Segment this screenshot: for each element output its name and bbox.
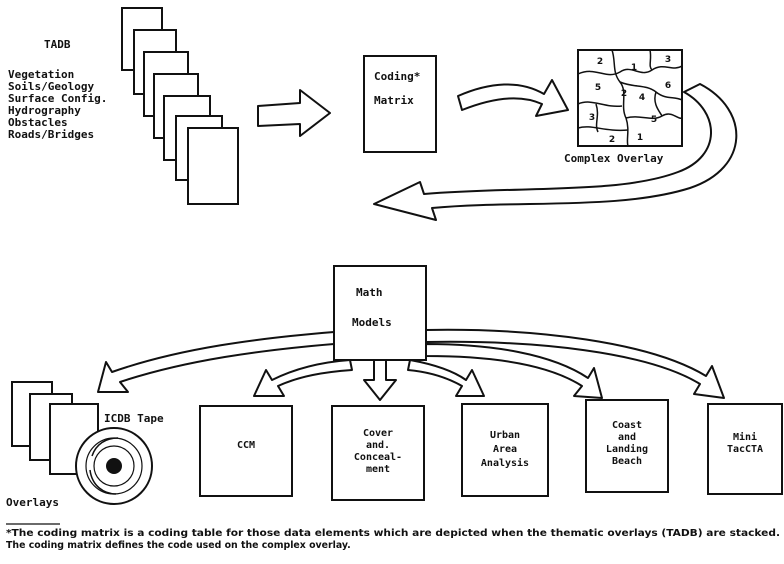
overlay-region-number: 2 xyxy=(609,135,615,145)
cover-label-line: ment xyxy=(366,464,390,475)
overlay-region-number: 6 xyxy=(665,81,671,91)
cover-concealment-box xyxy=(331,405,425,501)
ccm-label: CCM xyxy=(237,440,255,451)
arrow-to-cover xyxy=(363,359,397,401)
arrow-to-urban xyxy=(407,359,485,397)
overlay-region-number: 4 xyxy=(639,93,645,103)
ccm-box xyxy=(199,405,293,497)
cover-label-line: and. xyxy=(366,440,390,451)
mini-taccta-box xyxy=(707,403,783,495)
overlay-region-number: 5 xyxy=(595,83,601,93)
cover-label-line: Cover xyxy=(363,428,393,439)
tadb-layer-roads-bridges: Roads/Bridges xyxy=(8,128,94,141)
urban-label-line: Urban xyxy=(490,430,520,441)
footnote-line2: The coding matrix defines the code used … xyxy=(6,540,351,551)
overlay-region-number: 5 xyxy=(651,115,657,125)
coast-label-line: Landing xyxy=(606,443,648,455)
complex-overlay-label: Complex Overlay xyxy=(564,152,664,165)
arrow-tadb-to-matrix xyxy=(257,89,331,137)
coding-matrix-line1: Coding* xyxy=(374,70,420,83)
coast-landing-beach-box xyxy=(585,399,669,493)
overlay-region-number: 3 xyxy=(665,55,671,65)
coding-matrix-line2: Matrix xyxy=(374,94,414,107)
arrow-to-ccm xyxy=(253,359,353,397)
urban-area-analysis-box xyxy=(461,403,549,497)
cover-label-line: Conceal- xyxy=(354,452,402,463)
urban-label-line: Area xyxy=(493,444,517,455)
coast-label-line: Beach xyxy=(612,456,642,467)
tadb-title: TADB xyxy=(44,38,71,51)
tadb-layer-obstacles: Obstacles xyxy=(8,116,68,129)
overlay-region-number: 2 xyxy=(621,89,627,99)
urban-label-line: Analysis xyxy=(481,457,529,469)
icdb-tape-label: ICDB Tape xyxy=(104,412,164,425)
coast-label-line: Coast xyxy=(612,420,642,431)
complex-overlay-map xyxy=(577,49,683,147)
tape-reel-icon xyxy=(75,427,153,505)
overlay-region-number: 2 xyxy=(597,57,603,67)
overlay-region-number: 1 xyxy=(631,63,637,73)
math-models-line1: Math xyxy=(356,286,383,299)
overlays-label: Overlays xyxy=(6,496,59,509)
coding-matrix-box xyxy=(363,55,437,153)
arrow-matrix-to-overlay xyxy=(457,79,569,117)
overlay-region-number: 1 xyxy=(637,133,643,143)
mini-label-line: TacCTA xyxy=(727,444,763,455)
math-models-box xyxy=(333,265,427,361)
tadb-layer-hydrography: Hydrography xyxy=(8,104,81,117)
tadb-layer-soils-geology: Soils/Geology xyxy=(8,80,94,93)
arrow-overlay-to-models xyxy=(373,83,738,221)
arrow-to-coast xyxy=(425,343,603,399)
mini-label-line: Mini xyxy=(733,431,757,443)
tadb-layer-surface-config: Surface Config. xyxy=(8,92,107,105)
overlay-region-number: 3 xyxy=(589,113,595,123)
tadb-page-stack xyxy=(121,7,239,205)
tadb-layer-vegetation: Vegetation xyxy=(8,68,74,81)
arrow-to-overlays-tape xyxy=(97,331,335,393)
math-models-line2: Models xyxy=(352,316,392,329)
footnote-line1: *The coding matrix is a coding table for… xyxy=(6,528,780,539)
arrow-to-mini xyxy=(425,328,725,399)
coast-label-line: and xyxy=(618,432,636,443)
fan-out-arrows xyxy=(97,328,725,401)
